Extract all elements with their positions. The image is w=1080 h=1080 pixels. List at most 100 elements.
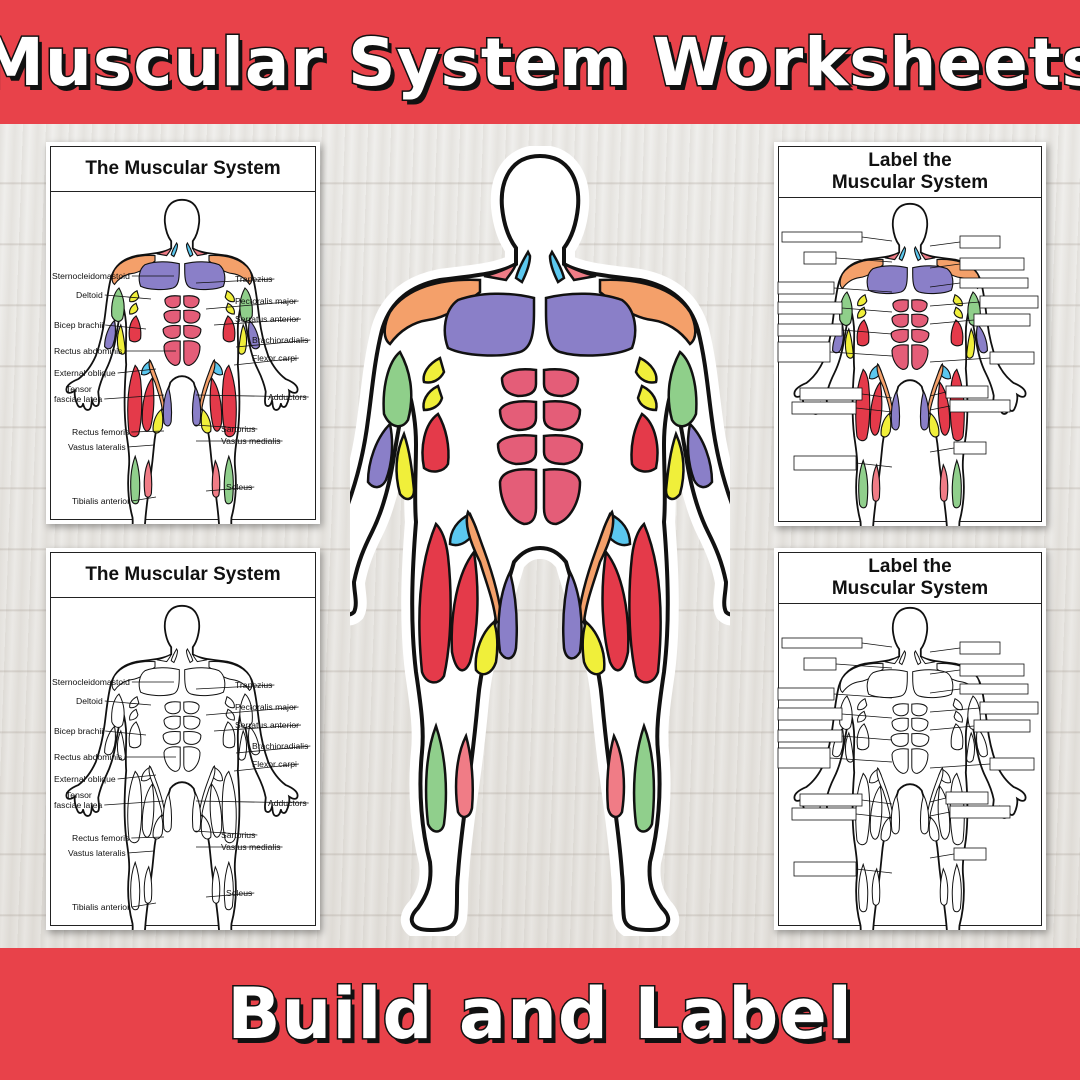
- external-oblique-muscle: [856, 319, 870, 347]
- label-leader-line: [861, 642, 893, 648]
- label-leader-line: [929, 282, 961, 288]
- label-leader-line: [195, 278, 275, 284]
- forearm-muscle: [976, 727, 988, 758]
- abdominis-4: [891, 344, 909, 370]
- footer-banner: Build and Label: [0, 948, 1080, 1080]
- soleus-muscle: [143, 865, 153, 904]
- page-subtitle: Build and Label: [226, 972, 854, 1057]
- trapezius-muscle: [561, 261, 597, 282]
- flexor-muscle: [966, 327, 976, 359]
- label-leader-line: [829, 351, 893, 357]
- label-brachioradialis: Brachioradialis: [252, 741, 308, 751]
- label-blank-box: [953, 847, 987, 861]
- external-oblique-muscle: [856, 723, 870, 751]
- abdominis-2: [911, 313, 929, 328]
- abdominis-2: [163, 715, 181, 730]
- abdominis-1: [164, 701, 181, 715]
- label-leader-line: [195, 394, 309, 398]
- colored-figure-blank-diagram: [777, 202, 1039, 526]
- label-leader-line: [193, 424, 258, 430]
- abdominis-4: [911, 748, 929, 774]
- label-blank-box: [777, 301, 843, 315]
- label-pectoralis-major: Pectoralis major: [235, 702, 297, 712]
- abdominis-2: [891, 717, 909, 732]
- external-oblique-muscle: [222, 721, 236, 749]
- label-leader-line: [213, 318, 302, 326]
- vastus-medialis-muscle: [474, 619, 499, 676]
- neck-muscle: [185, 241, 194, 258]
- pectoralis-muscle: [184, 667, 226, 697]
- label-leader-line: [929, 447, 955, 453]
- abdominis-3: [162, 730, 181, 745]
- label-blank-box: [803, 657, 837, 671]
- pectoralis-muscle: [912, 669, 954, 699]
- label-leader-line: [929, 301, 981, 307]
- label-leader-line: [855, 868, 893, 874]
- label-vastus-lateralis: Vastus lateralis: [68, 848, 126, 858]
- tibialis-muscle: [223, 860, 234, 911]
- forearm-muscle: [976, 323, 988, 354]
- label-flexor-carpi: Flexor carpi: [252, 353, 297, 363]
- label-leader-line: [855, 407, 893, 413]
- label-leader-line: [929, 853, 955, 859]
- tibialis-muscle: [130, 860, 141, 911]
- label-external-oblique: External oblique: [54, 774, 116, 784]
- label-sternocleidomastoid: Sternocleidomastoid: [52, 677, 130, 687]
- outline-figure-diagram: Sternocleidomastoid TrapeziusDeltoidPecto…: [52, 604, 311, 930]
- serratus-muscle-1: [952, 293, 963, 307]
- label-leader-line: [104, 800, 165, 806]
- abdominis-4: [498, 468, 538, 526]
- label-leader-line: [929, 391, 947, 397]
- rectus-femoris-muscle: [141, 782, 155, 838]
- abdominis-1: [542, 368, 580, 398]
- label-leader-line: [929, 797, 947, 803]
- flexor-muscle: [116, 323, 126, 355]
- label-leader-line: [193, 830, 258, 836]
- label-tibialis-anterior: Tibialis anterior: [72, 496, 130, 506]
- pectoralis-muscle: [866, 265, 908, 295]
- label-trapezius: Trapezius: [235, 680, 272, 690]
- label-serratus-anterior: Serratus anterior: [235, 314, 299, 324]
- quad-muscle: [221, 364, 237, 438]
- label-deltoid: Deltoid: [76, 290, 103, 300]
- adductor-muscle: [890, 793, 901, 835]
- label-leader-line: [105, 324, 147, 330]
- adductor-muscle: [191, 385, 202, 427]
- abdominis-2: [183, 715, 201, 730]
- label-leader-line: [104, 394, 165, 400]
- flexor-muscle: [116, 729, 126, 761]
- label-blank-box: [959, 663, 1025, 677]
- serratus-muscle-2: [636, 384, 658, 412]
- adductor-muscle: [162, 791, 173, 833]
- label-leader-line: [929, 241, 961, 247]
- label-leader-line: [117, 368, 157, 374]
- label-leader-line: [929, 811, 951, 817]
- trapezius-muscle: [919, 655, 936, 665]
- soleus-muscle: [939, 867, 949, 906]
- label-blank-box: [959, 235, 1001, 249]
- label-blank-box: [777, 747, 831, 769]
- soleus-muscle: [871, 867, 881, 906]
- rectus-femoris-muscle: [869, 380, 883, 436]
- serratus-muscle-1: [422, 356, 446, 384]
- label-leader-line: [131, 836, 165, 839]
- abdominis-2: [911, 717, 929, 732]
- label-blank-box: [945, 791, 989, 805]
- deltoid-muscle: [598, 278, 697, 346]
- label-blank-box: [777, 341, 831, 363]
- adductor-muscle: [919, 793, 930, 835]
- abdominis-3: [183, 324, 202, 339]
- soleus-muscle: [871, 463, 881, 502]
- external-oblique-muscle: [630, 412, 659, 473]
- abdominis-3: [542, 434, 584, 466]
- label-blank-box: [959, 683, 1029, 695]
- label-leader-line: [833, 287, 893, 293]
- serratus-muscle-1: [129, 289, 140, 303]
- label-deltoid: Deltoid: [76, 696, 103, 706]
- label-blank-box: [953, 441, 987, 455]
- body-silhouette: [350, 153, 730, 933]
- label-tensor-1: Tensor: [66, 384, 92, 394]
- serratus-muscle-1: [224, 289, 235, 303]
- label-leader-line: [104, 294, 152, 300]
